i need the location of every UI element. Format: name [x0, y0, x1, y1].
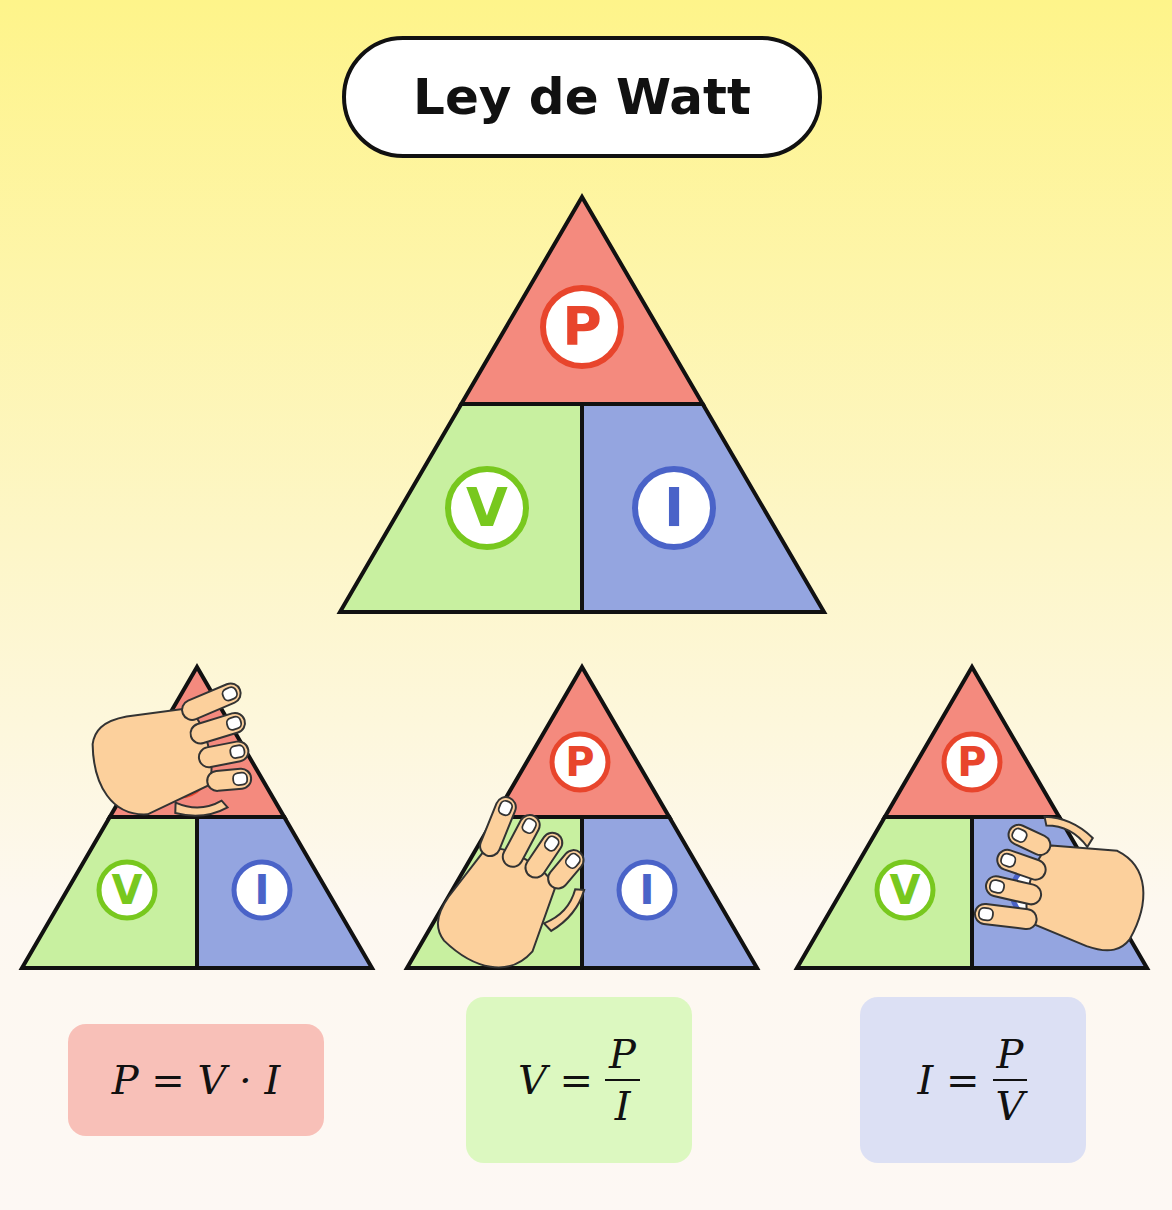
- quantity-letter: P: [957, 742, 986, 782]
- symbol-circle: V: [96, 859, 158, 921]
- finger-nail: [221, 686, 239, 703]
- triangle-section: [495, 667, 669, 817]
- fraction-denominator: I: [611, 1081, 635, 1127]
- formula-box: P = V · I: [68, 1024, 324, 1136]
- triangle-section: [197, 817, 372, 968]
- formula-box: V = PI: [466, 997, 692, 1163]
- finger-nail: [497, 799, 513, 816]
- circle-shape: [448, 469, 526, 547]
- quantity-letter: I: [640, 870, 655, 910]
- triangle-section: [340, 404, 582, 612]
- hand-thumb: [543, 881, 586, 936]
- symbol-circle: P: [941, 731, 1003, 793]
- finger-nail: [233, 772, 248, 785]
- circle-shape: [552, 734, 608, 790]
- watt-triangle: [22, 667, 372, 968]
- circle-shape: [944, 734, 1000, 790]
- hand-finger: [544, 846, 588, 893]
- hand-thumb: [173, 790, 228, 823]
- fraction-denominator: V: [992, 1081, 1029, 1127]
- symbol-circle: I: [231, 859, 293, 921]
- watt-triangle: [340, 197, 824, 612]
- title-text: Ley de Watt: [413, 68, 751, 126]
- finger-shape: [206, 768, 252, 792]
- quantity-letter: P: [562, 300, 602, 354]
- hand-thumb: [1040, 815, 1095, 848]
- hand-finger: [197, 740, 250, 769]
- hand-illustration: [971, 804, 1159, 964]
- triangle-section: [22, 817, 197, 968]
- finger-shape: [544, 846, 588, 893]
- finger-nail: [229, 744, 245, 758]
- finger-nail: [1000, 852, 1017, 868]
- triangle-section: [461, 197, 702, 404]
- quantity-letter: V: [890, 870, 921, 910]
- finger-nail: [521, 817, 538, 835]
- hand-illustration: [421, 792, 608, 993]
- triangle-section: [797, 817, 972, 968]
- quantity-letter: I: [664, 481, 684, 535]
- circle-shape: [877, 862, 933, 918]
- finger-nail: [226, 715, 243, 731]
- fraction: PI: [605, 1033, 640, 1127]
- circle-shape: [234, 862, 290, 918]
- triangle-section: [582, 817, 757, 968]
- triangle-section: [582, 404, 824, 612]
- circle-shape: [543, 288, 621, 366]
- symbol-circle: I: [632, 466, 716, 550]
- symbol-circle: I: [616, 859, 678, 921]
- hand-finger: [974, 903, 1038, 930]
- quantity-letter: V: [466, 481, 508, 535]
- hand-finger: [206, 768, 252, 792]
- fraction-numerator: P: [605, 1033, 640, 1081]
- finger-shape: [974, 903, 1038, 930]
- finger-nail: [564, 852, 582, 870]
- formula-lhs: V =: [518, 1057, 593, 1103]
- formula-text: P = V · I: [112, 1057, 281, 1103]
- circle-shape: [99, 862, 155, 918]
- circle-shape: [635, 469, 713, 547]
- triangle-section: [885, 667, 1059, 817]
- symbol-circle: V: [874, 859, 936, 921]
- quantity-letter: I: [255, 870, 270, 910]
- hand-finger: [1005, 822, 1053, 859]
- quantity-letter: V: [112, 870, 143, 910]
- symbol-circle: V: [445, 466, 529, 550]
- symbol-circle: P: [549, 731, 611, 793]
- fraction: PV: [992, 1033, 1029, 1127]
- hand-illustration: [83, 680, 271, 840]
- formula-box: I = PV: [860, 997, 1086, 1163]
- finger-nail: [543, 834, 561, 852]
- title-box: Ley de Watt: [342, 36, 822, 158]
- finger-nail: [1011, 827, 1029, 844]
- symbol-circle: P: [540, 285, 624, 369]
- formula-lhs: I =: [918, 1057, 980, 1103]
- finger-shape: [1005, 822, 1053, 859]
- finger-nail: [978, 907, 993, 921]
- quantity-letter: P: [565, 742, 594, 782]
- fraction-numerator: P: [993, 1033, 1028, 1081]
- circle-shape: [619, 862, 675, 918]
- finger-nail: [989, 879, 1005, 894]
- finger-shape: [197, 740, 250, 769]
